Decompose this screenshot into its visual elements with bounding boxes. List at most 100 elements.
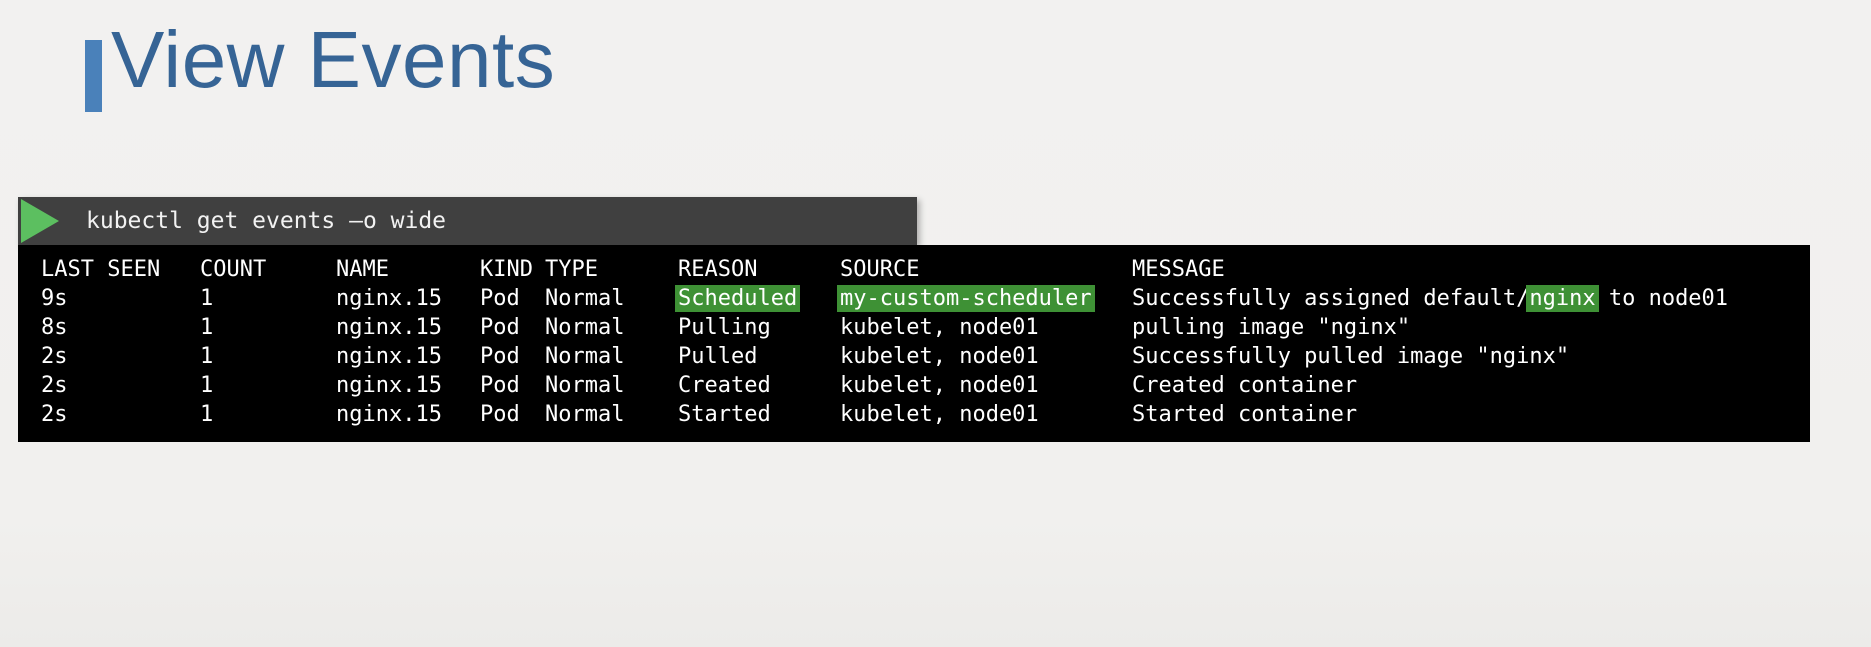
cell-type: Normal — [545, 400, 678, 429]
text-segment: Successfully pulled image "nginx" — [1132, 344, 1570, 369]
text-segment: Started — [678, 402, 771, 427]
text-segment: Pulling — [678, 315, 771, 340]
cell-source: my-custom-scheduler — [837, 284, 1132, 313]
cell-name: nginx.15 — [336, 313, 480, 342]
cell-reason: Pulled — [678, 342, 840, 371]
cell-count: 1 — [200, 342, 336, 371]
text-segment: 2s — [41, 344, 68, 369]
text-segment: Started container — [1132, 402, 1358, 427]
page-title-block: View Events — [85, 18, 555, 112]
cell-name: nginx.15 — [336, 342, 480, 371]
cell-count: 1 — [200, 313, 336, 342]
text-segment: Pod — [480, 286, 520, 311]
column-header-name: NAME — [336, 257, 389, 282]
text-segment: kubelet, node01 — [840, 315, 1039, 340]
play-triangle-icon — [21, 199, 59, 243]
text-segment: Pod — [480, 344, 520, 369]
text-segment: Created — [678, 373, 771, 398]
command-text: kubectl get events –o wide — [86, 208, 447, 234]
text-segment: 1 — [200, 344, 214, 369]
column-header-last-seen: LAST SEEN — [41, 257, 161, 282]
column-header-reason: REASON — [678, 257, 758, 282]
text-segment: Normal — [545, 344, 625, 369]
cell-last-seen: 2s — [41, 371, 200, 400]
column-header-type: TYPE — [545, 257, 598, 282]
column-header-count: COUNT — [200, 257, 267, 282]
cell-kind: Pod — [480, 371, 545, 400]
text-segment: nginx.15 — [336, 286, 442, 311]
cell-last-seen: 8s — [41, 313, 200, 342]
highlighted-text: nginx — [1526, 285, 1599, 312]
cell-count: 1 — [200, 284, 336, 313]
column-header-source: SOURCE — [840, 257, 920, 282]
cell-type: Normal — [545, 284, 678, 313]
text-segment: Pod — [480, 402, 520, 427]
text-segment: kubelet, node01 — [840, 344, 1039, 369]
title-accent-bar — [85, 40, 102, 112]
event-row: 9s 1 nginx.15 Pod Normal Scheduled my-custom-s… — [41, 284, 1810, 313]
text-segment: 2s — [41, 402, 68, 427]
cell-source: kubelet, node01 — [840, 400, 1132, 429]
cell-kind: Pod — [480, 342, 545, 371]
text-segment: Normal — [545, 286, 625, 311]
text-segment: 1 — [200, 373, 214, 398]
column-header-message: MESSAGE — [1132, 257, 1225, 282]
cell-reason: Scheduled — [675, 284, 840, 313]
cell-name: nginx.15 — [336, 371, 480, 400]
text-segment: nginx.15 — [336, 373, 442, 398]
highlighted-text: my-custom-scheduler — [837, 285, 1095, 312]
text-segment: nginx.15 — [336, 402, 442, 427]
text-segment: pulling image "nginx" — [1132, 315, 1411, 340]
text-segment: Successfully assigned default/ — [1132, 286, 1530, 311]
text-segment: Created container — [1132, 373, 1358, 398]
cell-reason: Pulling — [678, 313, 840, 342]
text-segment: 1 — [200, 315, 214, 340]
text-segment: 2s — [41, 373, 68, 398]
cell-type: Normal — [545, 313, 678, 342]
cell-name: nginx.15 — [336, 284, 480, 313]
cell-source: kubelet, node01 — [840, 313, 1132, 342]
cell-count: 1 — [200, 400, 336, 429]
text-segment: 8s — [41, 315, 68, 340]
cell-last-seen: 9s — [41, 284, 200, 313]
text-segment: nginx.15 — [336, 344, 442, 369]
cell-message: Successfully assigned default/nginx to n… — [1132, 284, 1810, 313]
text-segment: 1 — [200, 402, 214, 427]
cell-source: kubelet, node01 — [840, 371, 1132, 400]
text-segment: nginx.15 — [336, 315, 442, 340]
cell-message: pulling image "nginx" — [1132, 313, 1810, 342]
cell-type: Normal — [545, 342, 678, 371]
cell-name: nginx.15 — [336, 400, 480, 429]
text-segment: to node01 — [1595, 286, 1729, 311]
cell-kind: Pod — [480, 313, 545, 342]
text-segment: Normal — [545, 315, 625, 340]
text-segment: kubelet, node01 — [840, 402, 1039, 427]
text-segment: 9s — [41, 286, 68, 311]
cell-reason: Created — [678, 371, 840, 400]
cell-message: Created container — [1132, 371, 1810, 400]
text-segment: Pod — [480, 315, 520, 340]
cell-last-seen: 2s — [41, 400, 200, 429]
text-segment: kubelet, node01 — [840, 373, 1039, 398]
terminal-command-bar: kubectl get events –o wide — [18, 197, 917, 245]
text-segment: Normal — [545, 402, 625, 427]
highlighted-text: Scheduled — [675, 285, 801, 312]
cell-type: Normal — [545, 371, 678, 400]
page-title: View Events — [111, 15, 556, 104]
cell-message: Successfully pulled image "nginx" — [1132, 342, 1810, 371]
event-row: 2s 1 nginx.15 Pod Normal Started kubelet, node… — [41, 400, 1810, 429]
cell-count: 1 — [200, 371, 336, 400]
cell-reason: Started — [678, 400, 840, 429]
text-segment: 1 — [200, 286, 214, 311]
cell-last-seen: 2s — [41, 342, 200, 371]
text-segment: Pod — [480, 373, 520, 398]
cell-message: Started container — [1132, 400, 1810, 429]
cell-kind: Pod — [480, 284, 545, 313]
cell-kind: Pod — [480, 400, 545, 429]
